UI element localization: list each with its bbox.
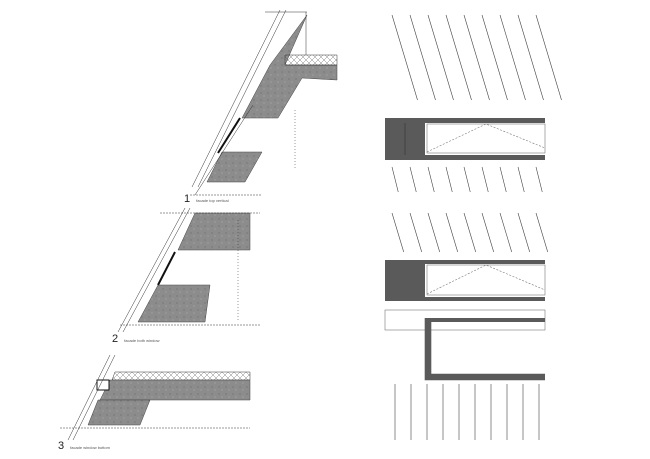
concrete-floor	[206, 151, 263, 183]
facade-fin	[445, 14, 472, 101]
facade-fin	[427, 166, 435, 193]
facade-fin	[481, 212, 494, 253]
detail-caption-1: 1 facade top vertical	[184, 193, 229, 205]
concrete-slab	[99, 379, 251, 401]
facade-fin	[391, 14, 418, 101]
detail-title: facade window bottom	[70, 445, 110, 450]
concrete-slab	[241, 14, 338, 119]
facade-fin	[391, 212, 404, 253]
insulation	[111, 371, 251, 381]
section-detail-1	[190, 9, 338, 196]
section-detail-2	[117, 207, 260, 333]
facade-fin	[517, 166, 525, 193]
facade-fin	[463, 166, 471, 193]
facade-fin	[409, 14, 436, 101]
facade-fin	[445, 212, 458, 253]
facade-fin	[499, 166, 507, 193]
facade-fin	[427, 212, 440, 253]
elevation-detail-a	[385, 118, 546, 160]
detail-number: 2	[112, 333, 119, 345]
facade-fin	[463, 212, 476, 253]
facade-fin	[517, 14, 544, 101]
concrete-slab	[177, 212, 251, 251]
facade-fin	[481, 14, 508, 101]
elevation-detail-b	[384, 260, 546, 381]
facade-fin	[535, 166, 543, 193]
facade-fin	[463, 14, 490, 101]
facade-fin	[427, 14, 454, 101]
section-detail-3	[60, 354, 251, 441]
facade-fin	[481, 166, 489, 193]
facade-fin	[409, 166, 417, 193]
concrete-floor	[87, 399, 151, 426]
facade-fin	[535, 14, 562, 101]
detail-caption-3: 3 facade window bottom	[58, 440, 110, 452]
facade-fin	[499, 212, 512, 253]
detail-number: 1	[184, 193, 191, 205]
facade-fin	[445, 166, 453, 193]
facade-fin	[409, 212, 422, 253]
concrete-floor	[137, 284, 211, 323]
insulation	[284, 54, 338, 66]
detail-caption-2: 2 facade both window	[112, 333, 159, 345]
detail-title: facade both window	[124, 338, 160, 343]
detail-number: 3	[58, 440, 65, 452]
facade-fin	[391, 166, 399, 193]
facade-fin	[499, 14, 526, 101]
facade-fin	[517, 212, 530, 253]
detail-title: facade top vertical	[196, 198, 229, 203]
facade-fin	[535, 212, 548, 253]
